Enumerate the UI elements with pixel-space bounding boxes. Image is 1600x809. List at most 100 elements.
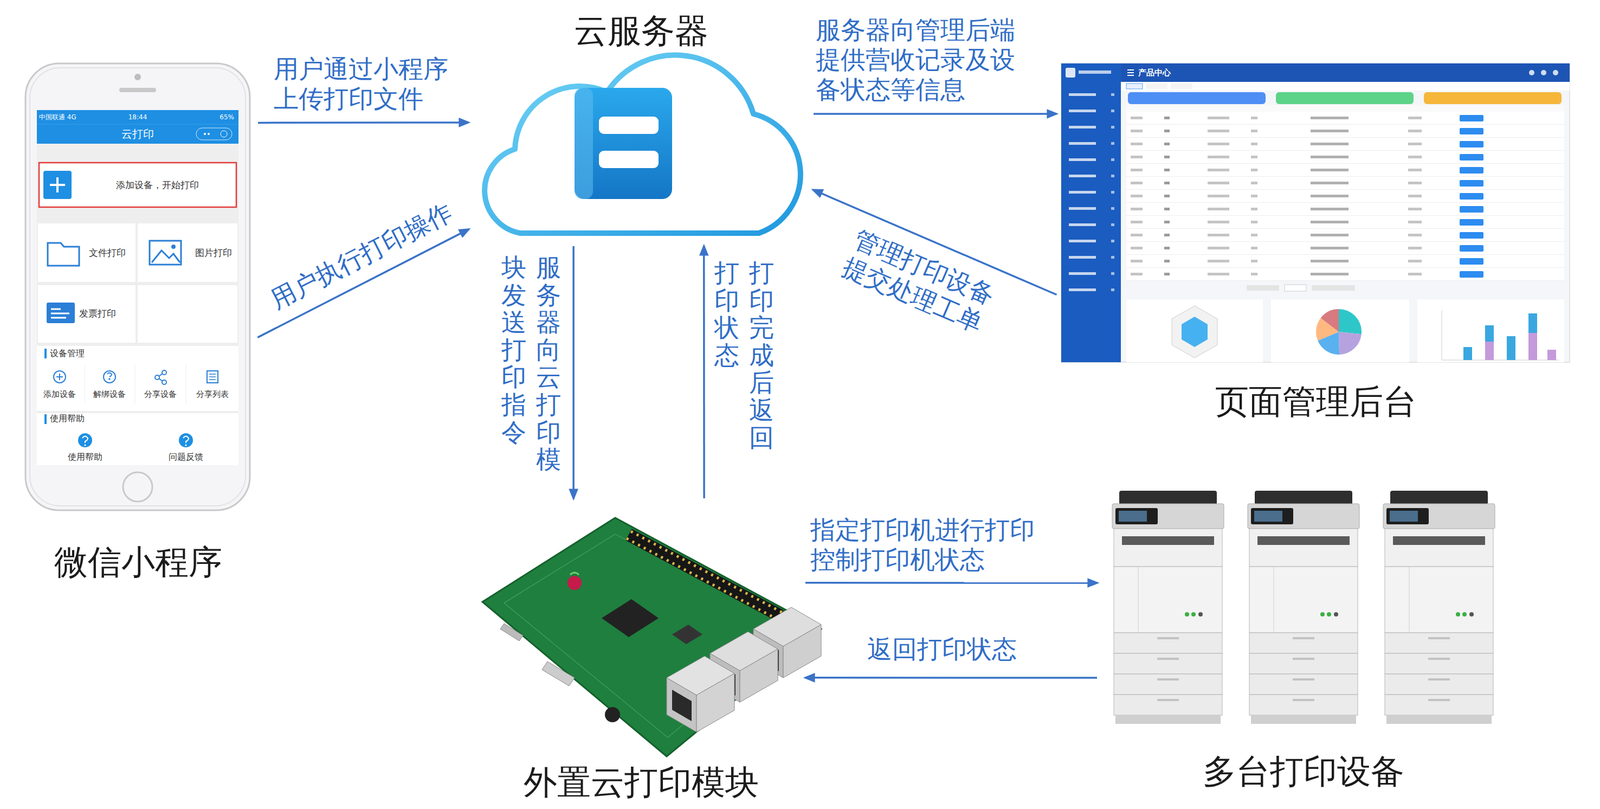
print-module-illustration-part [567,575,582,590]
admin-screenshot-part [1528,69,1535,76]
screen-text: 云打印 [121,127,154,141]
phone-illustration-part [103,370,116,383]
label-holder: 问题反馈 [168,451,204,462]
phone-illustration-part [149,240,182,265]
phone-illustration-part [123,472,153,502]
phone-illustration-part [25,63,250,511]
cloud-server-node: 云服务器 [471,10,811,243]
screen-text: 使用帮助 [67,451,103,462]
phone-illustration-part [47,242,80,266]
cloud-illustration-part [598,150,659,169]
label-holder: 65% [219,113,235,121]
edge-label-holder: 返回打印状态 [867,634,1017,664]
admin-screenshot-part [1126,111,1565,281]
screen-text: 分享设备 [144,389,177,399]
edge-label-holder: 用户执行打印操作 [265,197,457,315]
admin-screenshot-part [1485,325,1494,342]
print-module-illustration-part [696,673,735,732]
edge-label-holder: 指定打印机进行打印控制打印机状态 [810,514,1045,575]
phone-illustration-part [137,223,238,282]
admin-screenshot-part [1127,69,1134,71]
label-holder: 发票打印 [79,307,116,319]
print-module-illustration-part [628,534,781,616]
label-holder: 云打印 [121,127,154,141]
label-holder: 分享列表 [196,389,229,399]
phone-illustration-part [43,170,72,199]
phone-illustration-part [44,414,47,424]
print-module-node: 外置云打印模块 [479,501,803,807]
phone-illustration-part [37,285,136,343]
printer-group-node: 多台打印设备 [1100,487,1507,797]
label-holder: 使用帮助 [49,413,85,424]
admin-screenshot-part-part [1327,320,1351,344]
phone-illustration-part [171,244,176,249]
phone-illustration-part [44,348,47,359]
admin-screenshot-part [1423,92,1562,105]
label-holder: 设备管理 [49,347,85,359]
node-label: 云服务器 [573,10,709,51]
phone-illustration-part [203,132,206,135]
flow-arrow [813,112,1057,115]
admin-screenshot-part [1552,69,1559,76]
phone-illustration-part [183,436,189,444]
admin-screenshot-part [1126,105,1565,112]
edge-label: 服务器向云打印模块发送打印指令 [501,253,561,475]
admin-screenshot-part [1061,86,1121,304]
edge-label-holder: 管理打印设备提交处理工单 [833,222,1004,341]
print-module-illustration-part [542,661,575,686]
phone-illustration-part [46,302,75,324]
admin-screenshot-part [1246,285,1280,291]
screen-text: 解绑设备 [93,389,126,399]
label-holder: 产品中心 [1138,67,1171,78]
phone-illustration-part [84,364,186,404]
admin-screenshot-part [1126,83,1143,89]
phone-illustration-part [37,223,136,282]
printer-illustration [1112,490,1495,724]
phone-illustration-part [196,127,232,140]
admin-screenshot-part [1061,63,1121,363]
node-label: 外置云打印模块 [523,762,759,803]
phone-illustration-part [220,130,228,138]
cloud-illustration-part [574,87,593,199]
admin-screenshot-part [1120,63,1570,82]
phone-illustration-part [119,87,157,93]
phone-illustration-part [82,436,88,444]
label-holder: 添加设备 [43,389,76,399]
screen-text: 添加设备，开始打印 [115,179,199,191]
print-module-illustration-part [672,689,692,721]
node-label: 多台打印设备 [1202,751,1405,792]
phone-illustration-part [29,67,246,506]
admin-screenshot-part [1145,83,1168,89]
printer-illustration-part [1247,490,1360,724]
admin-screenshot-part [1170,83,1193,89]
admin-screenshot-part [1311,285,1356,291]
admin-screenshot-part [1271,299,1410,363]
screen-text: 18:44 [128,113,148,121]
admin-console-node: 页面管理后台 [1059,59,1572,429]
flow-arrow [805,676,1098,679]
admin-screenshot-part [1528,332,1538,360]
flow-arrow [805,581,1098,584]
edge-label: 用户执行打印操作 [265,197,457,315]
screen-text: 设备管理 [49,347,85,359]
edge-label: 管理打印设备提交处理工单 [833,222,1004,341]
admin-screenshot-part [1327,320,1351,344]
flow-arrow [257,121,469,124]
phone-illustration-part [36,413,239,466]
phone-illustration-part [56,373,63,380]
screen-text: 发票打印 [79,307,116,319]
phone-illustration-part [151,250,180,263]
print-module-illustration-part [601,598,659,637]
label-holder: 图片打印 [195,247,232,258]
node-label: 页面管理后台 [1215,381,1417,422]
admin-screenshot-part [1120,81,1570,91]
print-module-illustration-part [666,677,697,732]
phone-illustration-part [36,345,239,411]
print-module-illustration-part [504,533,797,738]
label-holder: 18:44 [128,113,148,121]
print-module-illustration-part [500,623,524,641]
node-label: 微信小程序 [54,542,223,583]
phone-illustration-part [36,110,239,144]
edge-label-holder: 用户通过小程序上传打印文件 [273,54,458,114]
print-module-illustration [482,517,822,757]
